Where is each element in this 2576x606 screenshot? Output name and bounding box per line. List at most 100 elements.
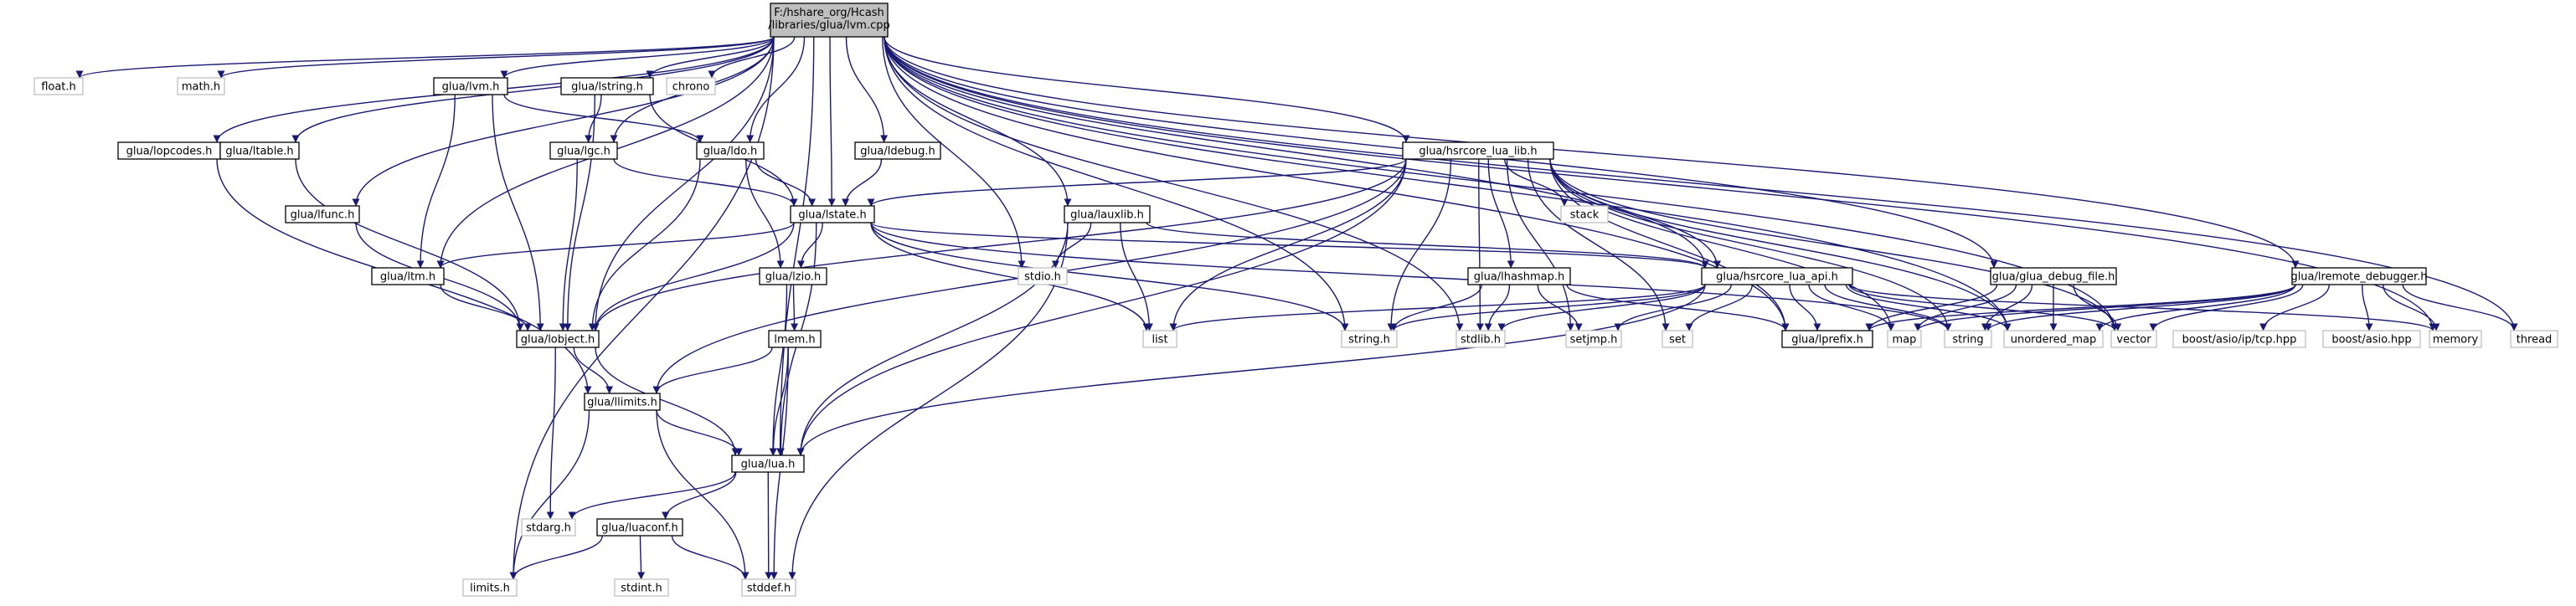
- node-box: [1142, 330, 1177, 348]
- edge-lvm_cpp-to-hsrcore_lua_api_h: [884, 36, 1709, 269]
- node-label: glua/ldo.h: [703, 146, 757, 158]
- edge-lvm_cpp-to-stdio_h: [882, 36, 1026, 269]
- node-set: set: [1662, 330, 1693, 348]
- node-lstate-h[interactable]: glua/lstate.h: [790, 205, 875, 223]
- node-label: list: [1151, 334, 1167, 347]
- edge-lzio_h-to-lua_h: [769, 284, 788, 456]
- node-label: stdarg.h: [526, 522, 571, 535]
- edge-lvm_cpp-to-lremote_debugger_h: [884, 36, 2300, 269]
- node-hsrcore-lua-api-h[interactable]: glua/hsrcore_lua_api.h: [1701, 267, 1853, 285]
- node-label: thread: [2517, 334, 2553, 347]
- node-box: [2110, 330, 2157, 348]
- node-label: glua/hsrcore_lua_api.h: [1716, 271, 1838, 284]
- node-box: [1455, 330, 1506, 348]
- node-box: [371, 267, 445, 285]
- edge-ldo_h-to-lobject_h: [588, 158, 701, 331]
- node-label: glua/glua_debug_file.h: [1992, 271, 2115, 284]
- node-stdint-h: stdint.h: [614, 578, 669, 597]
- edges-layer: [75, 36, 2518, 580]
- edge-hsrcore_lua_api_h-to-vector: [1848, 284, 2119, 331]
- node-label: stdlib.h: [1461, 334, 1501, 347]
- node-label: glua/lhashmap.h: [1474, 271, 1565, 284]
- node-box: [516, 330, 600, 348]
- node-lzio-h[interactable]: glua/lzio.h: [759, 267, 827, 285]
- edge-lvm_cpp-to-lfunc_h: [352, 36, 775, 207]
- node-box: [2003, 330, 2104, 348]
- node-lfunc-h[interactable]: glua/lfunc.h: [285, 205, 360, 223]
- node-box: [521, 518, 576, 537]
- edge-lauxlib_h-to-lua_h: [796, 222, 1069, 456]
- node-lstring-h[interactable]: glua/lstring.h: [560, 77, 654, 95]
- node-setjmp-h: setjmp.h: [1565, 330, 1622, 348]
- node-lvm-cpp[interactable]: F:/hshare_org/Hcash/libraries/glua/lvm.c…: [768, 3, 890, 38]
- node-glua-debug-file-h[interactable]: glua/glua_debug_file.h: [1990, 267, 2117, 285]
- edge-lvm_cpp-to-chrono: [708, 36, 796, 79]
- edge-lstate_h-to-lobject_h: [591, 222, 795, 331]
- node-box: [768, 330, 822, 348]
- node-luaconf-h[interactable]: glua/luaconf.h: [596, 518, 683, 537]
- node-lauxlib-h[interactable]: glua/lauxlib.h: [1064, 205, 1151, 223]
- edge-lvm_cpp-to-lstate_h: [827, 36, 836, 207]
- edge-lgc_h-to-lstate_h: [613, 158, 798, 207]
- node-lremote-debugger-h[interactable]: glua/lremote_debugger.h: [2290, 267, 2428, 285]
- edge-ldebug_h-to-lstate_h: [842, 158, 883, 207]
- node-label: map: [1893, 334, 1917, 347]
- edge-lremote_debugger_h-to-memory: [2383, 284, 2440, 331]
- edge-glua_debug_file_h-to-map: [1914, 284, 2017, 331]
- node-stack: stack: [1560, 205, 1609, 223]
- edge-lvm_cpp-to-ltable_h: [291, 36, 775, 143]
- node-label: glua/ldebug.h: [860, 146, 935, 158]
- edge-lstate_h-to-list: [870, 222, 1151, 331]
- node-stdio-h: stdio.h: [1018, 267, 1068, 285]
- node-box: [1402, 141, 1554, 160]
- node-label: glua/lremote_debugger.h: [2290, 271, 2427, 284]
- node-ldebug-h[interactable]: glua/ldebug.h: [854, 141, 941, 160]
- node-lopcodes-h[interactable]: glua/lopcodes.h: [117, 141, 221, 160]
- edge-lvm_cpp-to-hsrcore_lua_lib_h: [884, 36, 1410, 143]
- node-label: glua/lfunc.h: [291, 209, 355, 222]
- edge-hsrcore_lua_lib_h-to-stack: [1504, 158, 1569, 207]
- node-ltable-h[interactable]: glua/ltable.h: [219, 141, 300, 160]
- node-hsrcore-lua-lib-h[interactable]: glua/hsrcore_lua_lib.h: [1402, 141, 1554, 160]
- edge-ltable_h-to-lobject_h: [295, 158, 524, 331]
- node-ldo-h[interactable]: glua/ldo.h: [696, 141, 765, 160]
- edge-hsrcore_lua_lib_h-to-lobject_h: [591, 158, 1407, 331]
- node-unordered-map: unordered_map: [2003, 330, 2104, 348]
- node-lgc-h[interactable]: glua/lgc.h: [549, 141, 618, 160]
- node-label: stdio.h: [1024, 271, 1061, 284]
- node-lvm-h[interactable]: glua/lvm.h: [433, 77, 508, 95]
- node-lua-h[interactable]: glua/lua.h: [731, 454, 805, 473]
- edge-hsrcore_lua_lib_h-to-lua_h: [796, 158, 1407, 456]
- node-llimits-h[interactable]: glua/llimits.h: [584, 393, 661, 411]
- edge-lvm_h-to-ltm_h: [416, 94, 456, 269]
- node-label: vector: [2116, 334, 2151, 347]
- node-box: [584, 393, 661, 411]
- node-box: [1781, 330, 1873, 348]
- edge-lvm_h-to-ldo_h: [503, 94, 704, 143]
- node-lmem-h[interactable]: lmem.h: [768, 330, 822, 348]
- node-map: map: [1887, 330, 1922, 348]
- edge-lvm_cpp-to-ldebug_h: [845, 36, 889, 143]
- node-lobject-h[interactable]: glua/lobject.h: [516, 330, 600, 348]
- node-box: [1341, 330, 1398, 348]
- edge-lvm_cpp-to-ldo_h: [746, 36, 806, 143]
- node-lhashmap-h[interactable]: glua/lhashmap.h: [1467, 267, 1571, 285]
- edge-hsrcore_lua_api_h-to-setjmp_h: [1614, 284, 1732, 331]
- edge-glua_debug_file_h-to-lprefix_h: [1865, 284, 1998, 331]
- node-label: stddef.h: [747, 583, 791, 595]
- node-lprefix-h[interactable]: glua/lprefix.h: [1781, 330, 1873, 348]
- edge-hsrcore_lua_lib_h-to-vector: [1549, 158, 2119, 331]
- edge-lgc_h-to-lobject_h: [559, 158, 578, 331]
- node-label: float.h: [41, 81, 76, 94]
- node-label: limits.h: [470, 583, 510, 595]
- node-box: [1701, 267, 1853, 285]
- node-ltm-h[interactable]: glua/ltm.h: [371, 267, 445, 285]
- node-box: [854, 141, 941, 160]
- edge-hsrcore_lua_lib_h-to-string: [1549, 158, 1952, 331]
- node-box: [2291, 267, 2427, 285]
- edge-lobject_h-to-lua_h: [595, 347, 739, 456]
- node-label: chrono: [672, 81, 710, 94]
- node-label: glua/lstring.h: [571, 81, 643, 94]
- edge-lvm_h-to-lobject_h: [492, 94, 544, 331]
